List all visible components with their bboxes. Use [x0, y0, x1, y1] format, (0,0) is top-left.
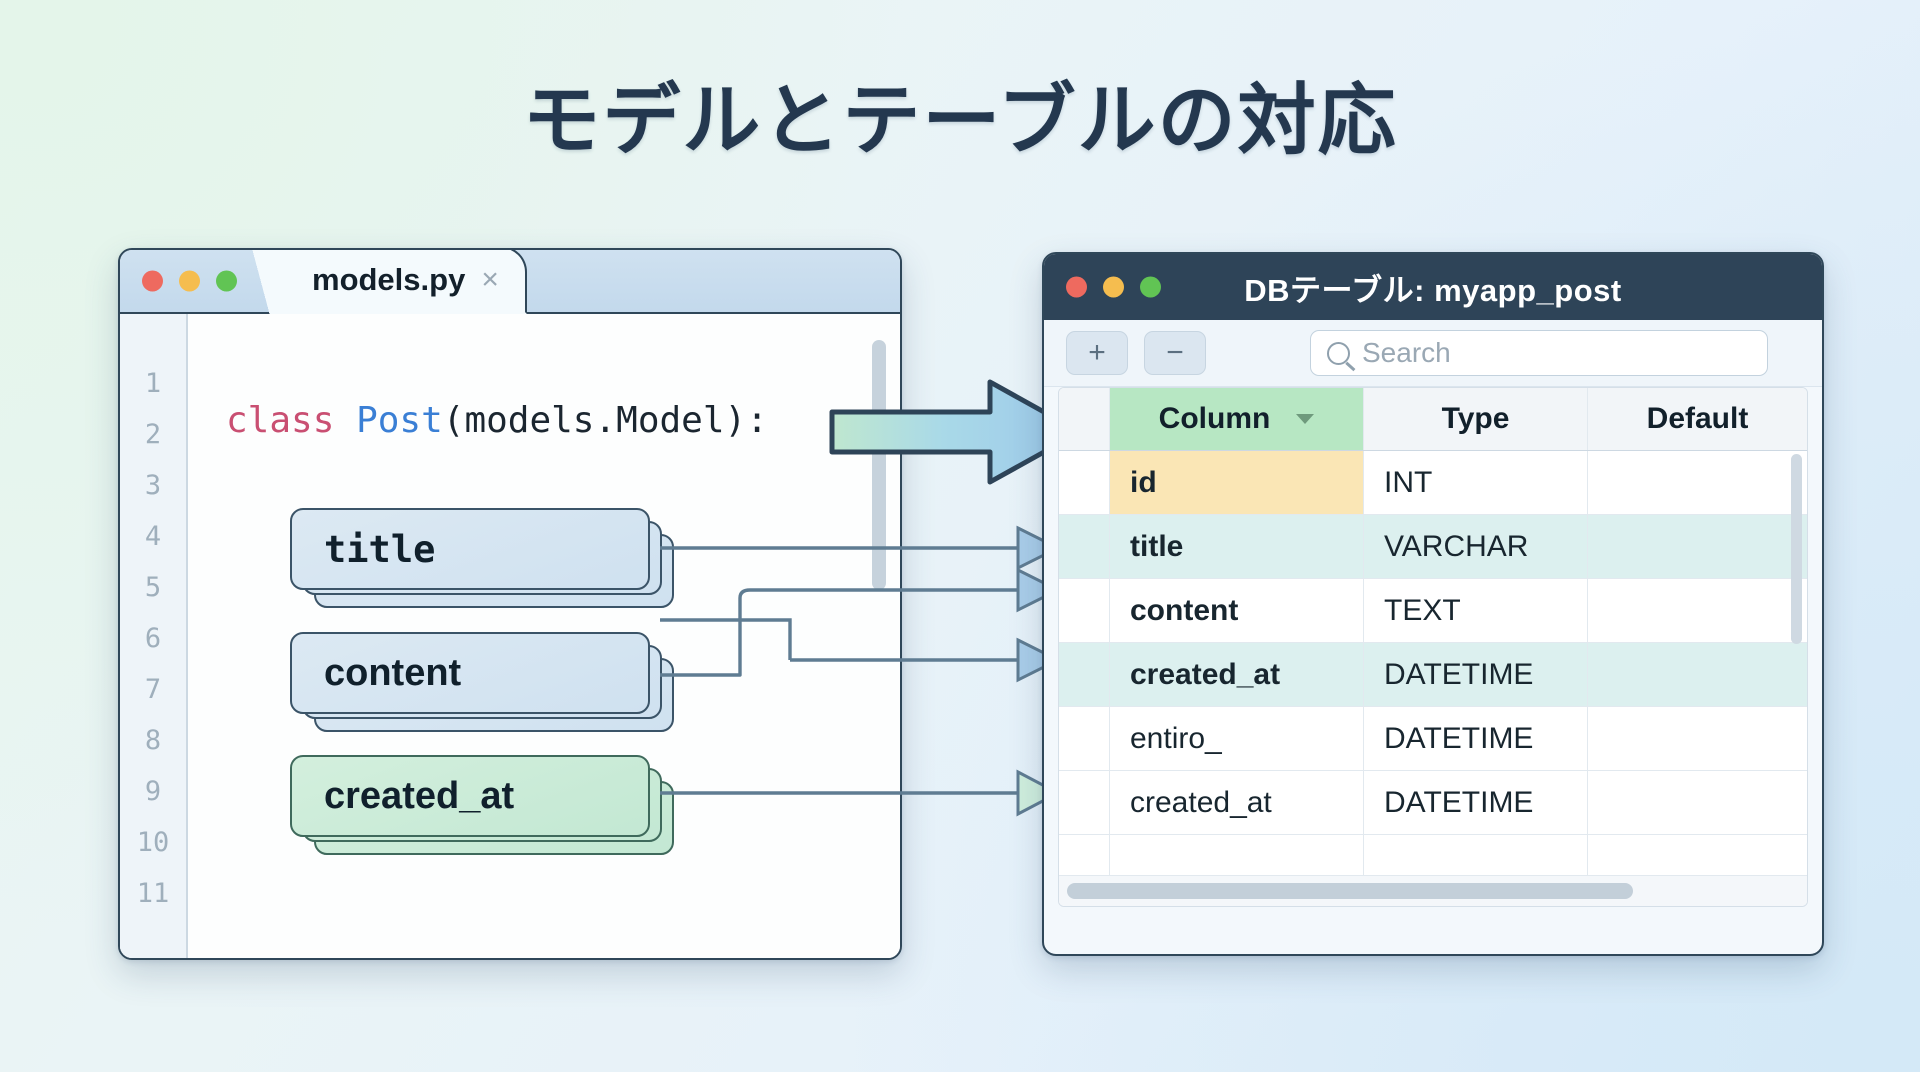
cell-default — [1588, 707, 1807, 770]
db-toolbar: + − Search — [1044, 320, 1822, 387]
db-window-title: DBテーブル: myapp_post — [1244, 272, 1622, 308]
line-number: 8 — [144, 725, 162, 756]
row-index-cell — [1059, 771, 1110, 834]
row-index-cell — [1059, 835, 1110, 898]
code-signature: (models.Model): — [442, 400, 768, 441]
table-row[interactable]: content TEXT — [1059, 579, 1807, 643]
add-row-button[interactable]: + — [1066, 331, 1128, 375]
card-layer-front: content — [290, 632, 650, 714]
search-placeholder: Search — [1362, 337, 1451, 368]
cell-column — [1110, 835, 1364, 898]
cell-default — [1588, 643, 1807, 706]
cell-column: title — [1110, 515, 1364, 578]
close-window-icon[interactable] — [142, 270, 163, 292]
code-classname: Post — [356, 400, 443, 441]
cell-type: VARCHAR — [1364, 515, 1588, 578]
cell-type: DATETIME — [1364, 707, 1588, 770]
header-label-column: Column — [1158, 402, 1271, 435]
db-window-controls[interactable] — [1066, 276, 1161, 298]
header-cell-index — [1059, 388, 1110, 450]
row-index-cell — [1059, 707, 1110, 770]
table-row[interactable]: created_at DATETIME — [1059, 643, 1807, 707]
table-row[interactable]: id INT — [1059, 451, 1807, 515]
cell-type: DATETIME — [1364, 771, 1588, 834]
line-number: 9 — [144, 776, 162, 807]
header-cell-default[interactable]: Default — [1646, 402, 1749, 435]
db-table-window: DBテーブル: myapp_post + − Search Column Typ… — [1042, 252, 1824, 956]
editor-scrollbar[interactable] — [872, 340, 886, 590]
card-layer-front: title — [290, 508, 650, 590]
code-keyword: class — [226, 400, 335, 441]
table-row[interactable]: entiro_ DATETIME — [1059, 707, 1807, 771]
tab-label: models.py — [312, 262, 466, 297]
editor-titlebar: models.py × — [120, 250, 900, 314]
db-table[interactable]: Column Type Default id INT title VARCHAR — [1058, 387, 1808, 907]
row-index-cell — [1059, 579, 1110, 642]
line-number: 3 — [144, 470, 162, 501]
line-number: 5 — [144, 572, 162, 603]
cell-column: entiro_ — [1110, 707, 1364, 770]
field-card-content[interactable]: content — [290, 632, 674, 732]
line-number: 7 — [144, 674, 162, 705]
window-controls[interactable] — [142, 270, 237, 292]
maximize-window-icon[interactable] — [1140, 276, 1161, 298]
card-layer-front: created_at — [290, 755, 650, 837]
row-index-cell — [1059, 643, 1110, 706]
table-horizontal-scrollbar[interactable] — [1059, 875, 1807, 906]
cell-default — [1588, 451, 1807, 514]
line-number: 2 — [144, 419, 162, 450]
cell-column: content — [1110, 579, 1364, 642]
header-cell-type[interactable]: Type — [1364, 388, 1588, 450]
remove-row-button[interactable]: − — [1144, 331, 1206, 375]
page-title: モデルとテーブルの対応 — [522, 76, 1398, 166]
tab-models-py[interactable]: models.py × — [246, 250, 527, 314]
row-index-cell — [1059, 451, 1110, 514]
minimize-window-icon[interactable] — [1103, 276, 1124, 298]
sort-caret-icon[interactable] — [1296, 414, 1315, 424]
cell-type: DATETIME — [1364, 643, 1588, 706]
header-cell-column[interactable]: Column — [1110, 388, 1364, 450]
cell-column: created_at — [1110, 771, 1364, 834]
line-number: 6 — [144, 623, 162, 654]
cell-default — [1588, 515, 1807, 578]
cell-type: TEXT — [1364, 579, 1588, 642]
table-header-row: Column Type Default — [1059, 388, 1807, 451]
row-index-cell — [1059, 515, 1110, 578]
close-icon[interactable]: × — [481, 263, 499, 296]
line-number: 4 — [144, 521, 162, 552]
field-card-title[interactable]: title — [290, 508, 674, 608]
line-number: 1 — [144, 368, 162, 399]
maximize-window-icon[interactable] — [216, 270, 237, 292]
db-titlebar: DBテーブル: myapp_post — [1044, 254, 1822, 320]
cell-type: INT — [1364, 451, 1588, 514]
search-input[interactable]: Search — [1310, 330, 1768, 376]
line-number: 11 — [136, 878, 170, 909]
scrollbar-thumb[interactable] — [1067, 883, 1633, 899]
cell-column: created_at — [1110, 643, 1364, 706]
line-number: 10 — [136, 827, 170, 858]
line-number-gutter: 1 2 3 4 5 6 7 8 9 10 11 — [120, 314, 188, 958]
code-space — [334, 400, 356, 441]
table-row[interactable]: created_at DATETIME — [1059, 771, 1807, 835]
minimize-window-icon[interactable] — [179, 270, 200, 292]
cell-default — [1588, 771, 1807, 834]
cell-column: id — [1110, 451, 1364, 514]
search-icon — [1327, 341, 1350, 365]
table-vertical-scrollbar[interactable] — [1791, 454, 1802, 644]
field-card-created-at[interactable]: created_at — [290, 755, 674, 855]
cell-type — [1364, 835, 1588, 898]
cell-default — [1588, 579, 1807, 642]
close-window-icon[interactable] — [1066, 276, 1087, 298]
table-row[interactable]: title VARCHAR — [1059, 515, 1807, 579]
code-line-class-post: class Post(models.Model): — [226, 400, 768, 441]
